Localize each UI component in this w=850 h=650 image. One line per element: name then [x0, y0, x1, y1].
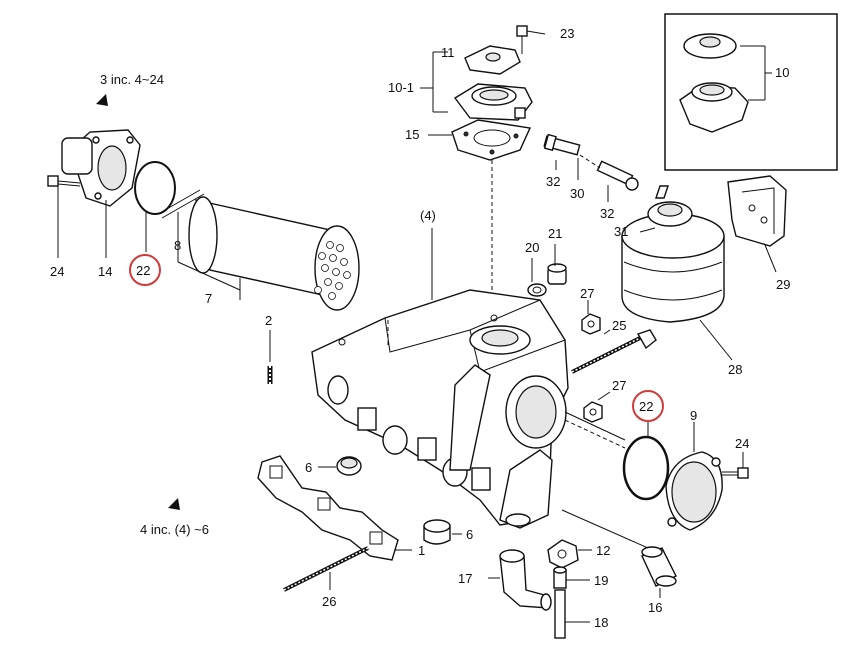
- elbow-17: [499, 549, 552, 611]
- label-8: 8: [174, 238, 181, 253]
- fitting-16: [641, 546, 677, 587]
- inset-box-part-10: [664, 13, 838, 171]
- washer-20: [527, 283, 547, 297]
- plug-6-left: [336, 456, 362, 476]
- label-19: 19: [594, 573, 608, 588]
- label-27-upper: 27: [580, 286, 594, 301]
- label-20: 20: [525, 240, 539, 255]
- label-6-left: 6: [305, 460, 312, 475]
- label-30: 30: [570, 186, 584, 201]
- tube-18: [554, 589, 566, 639]
- gasket-15: [451, 119, 532, 161]
- cover-11: [464, 45, 521, 75]
- label-11: 11: [441, 45, 455, 60]
- cover-9: [665, 451, 723, 531]
- stud-26: [283, 546, 369, 592]
- nut-27-upper: [581, 313, 601, 335]
- label-21: 21: [548, 226, 562, 241]
- group-3-cover: [61, 129, 141, 207]
- label-4-housing: (4): [420, 208, 436, 223]
- note-group-3: 3 inc. 4~24: [100, 72, 164, 87]
- pointer-arrow-4: [168, 498, 180, 510]
- label-26: 26: [322, 594, 336, 609]
- label-12: 12: [596, 543, 610, 558]
- pin-32-lower: [596, 160, 639, 191]
- label-27-lower: 27: [612, 378, 626, 393]
- tank-28: [621, 185, 725, 323]
- plug-6-lower: [423, 519, 451, 545]
- label-10: 10: [775, 65, 789, 80]
- label-28: 28: [728, 362, 742, 377]
- bolt-24-right: [722, 467, 749, 479]
- label-32-upper: 32: [546, 174, 560, 189]
- highlight-circle-22-right: [632, 390, 664, 422]
- label-17: 17: [458, 571, 472, 586]
- label-9: 9: [690, 408, 697, 423]
- label-18: 18: [594, 615, 608, 630]
- plug-21: [547, 263, 567, 285]
- o-ring-22-left: [134, 161, 176, 215]
- elbow-10-1: [453, 83, 533, 121]
- sleeve-19: [553, 566, 567, 589]
- nut-27-lower: [583, 401, 603, 423]
- main-housing-4: [311, 289, 569, 529]
- bolt-23: [516, 25, 546, 54]
- pin-32-upper: [543, 133, 581, 156]
- label-25: 25: [612, 318, 626, 333]
- label-23: 23: [560, 26, 574, 41]
- label-24-right: 24: [735, 436, 749, 451]
- highlight-circle-22-left: [129, 254, 161, 286]
- label-1: 1: [418, 543, 425, 558]
- label-15: 15: [405, 127, 419, 142]
- o-ring-22-right: [622, 435, 670, 501]
- bracket-29: [727, 175, 787, 247]
- label-6-lower: 6: [466, 527, 473, 542]
- label-10-1: 10-1: [388, 80, 414, 95]
- label-31: 31: [614, 224, 628, 239]
- label-2: 2: [265, 313, 272, 328]
- cylinder-element-7: [188, 196, 360, 311]
- label-16: 16: [648, 600, 662, 615]
- bolt-25: [571, 329, 657, 374]
- gasket-1: [257, 455, 399, 561]
- note-group-4: 4 inc. (4) ~6: [140, 522, 209, 537]
- label-32-lower: 32: [600, 206, 614, 221]
- bolt-24-left: [47, 175, 81, 187]
- pointer-arrow-3: [96, 94, 108, 106]
- label-14: 14: [98, 264, 112, 279]
- label-29: 29: [776, 277, 790, 292]
- label-24-left: 24: [50, 264, 64, 279]
- gasket-8: [157, 189, 205, 219]
- label-7: 7: [205, 291, 212, 306]
- fitting-12: [547, 539, 579, 569]
- label-22-right: 22: [639, 399, 653, 414]
- label-22-left: 22: [136, 263, 150, 278]
